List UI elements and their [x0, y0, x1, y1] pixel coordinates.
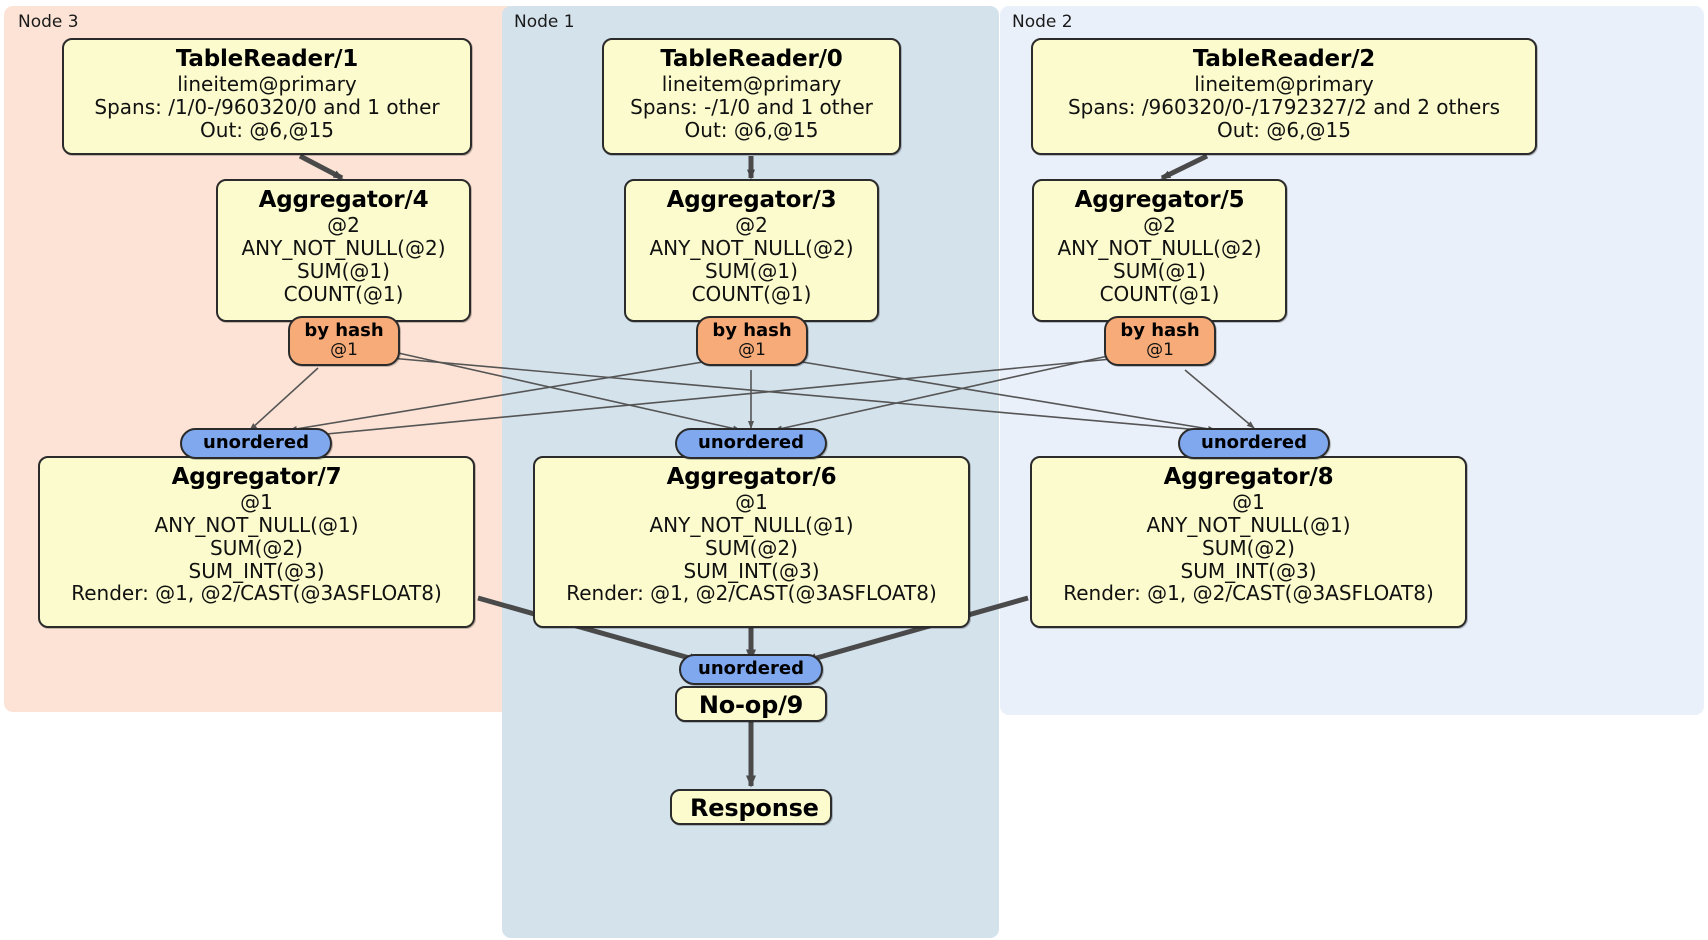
processor-line: Out: @6,@15 [1217, 117, 1351, 142]
processor-line: Spans: /1/0-/960320/0 and 1 other [94, 95, 440, 120]
processor-title: TableReader/1 [175, 46, 359, 72]
processor-title: Aggregator/3 [666, 187, 837, 213]
processor-line: lineitem@primary [661, 72, 842, 97]
processor-line: ANY_NOT_NULL(@2) [241, 236, 446, 261]
processor-line: Render: @1, @2/CAST(@3ASFLOAT8) [1063, 581, 1434, 606]
processor-line: SUM_INT(@3) [1180, 558, 1317, 583]
synchronizer-label: unordered [698, 432, 804, 453]
processor-line: SUM(@2) [210, 535, 303, 560]
processor-line: @1 [735, 490, 768, 515]
router-label: by hash [712, 320, 792, 341]
synchronizer-label: unordered [203, 432, 309, 453]
processor-line: ANY_NOT_NULL(@1) [154, 513, 359, 538]
router-byhash-left[interactable]: by hash @1 [288, 316, 400, 367]
synchronizer-label: unordered [1201, 432, 1307, 453]
processor-line: @1 [1232, 490, 1265, 515]
processor-aggregator-5[interactable]: Aggregator/5 @2 ANY_NOT_NULL(@2) SUM(@1)… [1032, 179, 1287, 322]
processor-response[interactable]: Response [670, 789, 832, 825]
processor-line: @1 [240, 490, 273, 515]
router-sublabel: @1 [1146, 339, 1174, 360]
processor-line: Render: @1, @2/CAST(@3ASFLOAT8) [71, 581, 442, 606]
processor-title: Aggregator/7 [171, 464, 342, 490]
processor-line: ANY_NOT_NULL(@2) [1057, 236, 1262, 261]
processor-title: No-op/9 [698, 691, 804, 719]
processor-aggregator-4[interactable]: Aggregator/4 @2 ANY_NOT_NULL(@2) SUM(@1)… [216, 179, 471, 322]
processor-noop-9[interactable]: No-op/9 [675, 686, 827, 722]
processor-line: lineitem@primary [1194, 72, 1374, 97]
router-sublabel: @1 [738, 339, 766, 360]
synchronizer-unordered-right[interactable]: unordered [1178, 428, 1330, 459]
processor-line: lineitem@primary [177, 72, 357, 97]
synchronizer-unordered-final[interactable]: unordered [679, 654, 823, 685]
processor-line: ANY_NOT_NULL(@1) [649, 513, 854, 538]
processor-line: COUNT(@1) [1099, 281, 1220, 306]
processor-line: SUM(@1) [297, 258, 390, 283]
processor-line: ANY_NOT_NULL(@2) [649, 236, 854, 261]
node-region-label-node2: Node 2 [1012, 12, 1073, 32]
processor-tablereader-0[interactable]: TableReader/0 lineitem@primary Spans: -/… [602, 38, 901, 155]
router-byhash-right[interactable]: by hash @1 [1104, 316, 1216, 367]
processor-tablereader-1[interactable]: TableReader/1 lineitem@primary Spans: /1… [62, 38, 472, 155]
processor-line: @2 [327, 213, 360, 238]
synchronizer-unordered-left[interactable]: unordered [180, 428, 332, 459]
processor-title: Aggregator/6 [666, 464, 837, 490]
processor-title: Aggregator/5 [1074, 187, 1245, 213]
processor-line: Spans: -/1/0 and 1 other [630, 95, 873, 120]
processor-aggregator-6[interactable]: Aggregator/6 @1 ANY_NOT_NULL(@1) SUM(@2)… [533, 456, 970, 628]
processor-aggregator-3[interactable]: Aggregator/3 @2 ANY_NOT_NULL(@2) SUM(@1)… [624, 179, 879, 322]
processor-tablereader-2[interactable]: TableReader/2 lineitem@primary Spans: /9… [1031, 38, 1537, 155]
processor-line: SUM_INT(@3) [188, 558, 325, 583]
node-region-label-node3: Node 3 [18, 12, 79, 32]
processor-line: SUM(@2) [1202, 535, 1295, 560]
processor-title: TableReader/0 [660, 46, 843, 72]
processor-line: COUNT(@1) [283, 281, 404, 306]
processor-title: Response [690, 794, 819, 822]
processor-line: SUM(@2) [705, 535, 798, 560]
processor-line: ANY_NOT_NULL(@1) [1146, 513, 1351, 538]
synchronizer-label: unordered [698, 658, 804, 679]
processor-line: Out: @6,@15 [684, 117, 819, 142]
processor-line: COUNT(@1) [691, 281, 812, 306]
processor-line: Render: @1, @2/CAST(@3ASFLOAT8) [566, 581, 937, 606]
processor-line: Spans: /960320/0-/1792327/2 and 2 others [1067, 95, 1500, 120]
processor-line: SUM(@1) [1113, 258, 1206, 283]
router-sublabel: @1 [330, 339, 358, 360]
router-byhash-center[interactable]: by hash @1 [696, 316, 808, 367]
processor-aggregator-7[interactable]: Aggregator/7 @1 ANY_NOT_NULL(@1) SUM(@2)… [38, 456, 475, 628]
processor-title: Aggregator/8 [1163, 464, 1334, 490]
router-label: by hash [304, 320, 384, 341]
processor-title: TableReader/2 [1192, 46, 1376, 72]
processor-line: SUM_INT(@3) [683, 558, 820, 583]
synchronizer-unordered-center[interactable]: unordered [675, 428, 827, 459]
processor-line: @2 [1143, 213, 1176, 238]
node-region-label-node1: Node 1 [514, 12, 575, 32]
processor-aggregator-8[interactable]: Aggregator/8 @1 ANY_NOT_NULL(@1) SUM(@2)… [1030, 456, 1467, 628]
processor-line: Out: @6,@15 [200, 117, 334, 142]
processor-title: Aggregator/4 [258, 187, 429, 213]
processor-line: @2 [735, 213, 768, 238]
processor-line: SUM(@1) [705, 258, 798, 283]
router-label: by hash [1120, 320, 1200, 341]
